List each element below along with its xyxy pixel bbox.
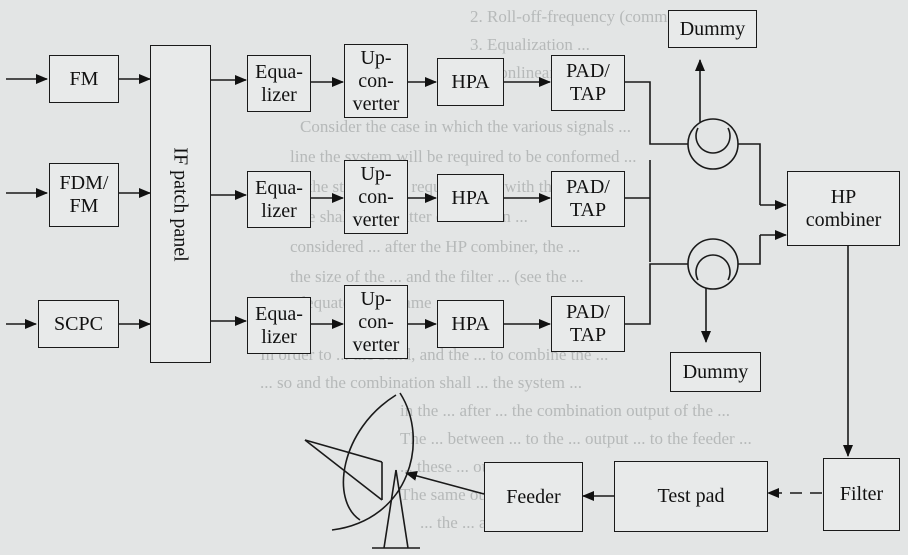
- if-patch-panel: IF patch panel: [150, 45, 211, 363]
- pad-tap-block-2: PAD/ TAP: [551, 171, 625, 227]
- filter-block: Filter: [823, 458, 900, 531]
- bg-line: The ... between ... to the ... output ..…: [400, 429, 752, 448]
- hpa-block-1: HPA: [437, 58, 504, 106]
- bg-line: 2. Roll-off-frequency (comment): [470, 7, 694, 26]
- equalizer-block-2: Equa- lizer: [247, 171, 311, 228]
- hp-combiner-block: HP combiner: [787, 171, 900, 246]
- feeder-block: Feeder: [484, 462, 583, 532]
- upconverter-block-2: Up- con- verter: [344, 160, 408, 234]
- fdm-fm-block: FDM/ FM: [49, 163, 119, 227]
- bg-line: Consider the case in which the various s…: [300, 117, 631, 136]
- dummy-load-bottom: Dummy: [670, 352, 761, 392]
- dummy-load-top: Dummy: [668, 10, 757, 48]
- equalizer-block-1: Equa- lizer: [247, 55, 311, 112]
- bg-line: 3. Equalization ...: [470, 35, 590, 54]
- hpa-block-3: HPA: [437, 300, 504, 348]
- bg-line: to the state of the requirements with th…: [290, 177, 577, 196]
- fm-block: FM: [49, 55, 119, 103]
- upconverter-block-3: Up- con- verter: [344, 285, 408, 359]
- bg-line: the size of the ... and the filter ... (…: [290, 267, 584, 286]
- upconverter-block-1: Up- con- verter: [344, 44, 408, 118]
- pad-tap-block-1: PAD/ TAP: [551, 55, 625, 111]
- if-patch-panel-label: IF patch panel: [170, 146, 192, 262]
- bg-line: line the system will be required to be c…: [290, 147, 637, 166]
- bg-line: in the ... after ... the combination out…: [400, 401, 730, 420]
- bg-line: considered ... after the HP combiner, th…: [290, 237, 580, 256]
- pad-tap-block-3: PAD/ TAP: [551, 296, 625, 352]
- scpc-block: SCPC: [38, 300, 119, 348]
- test-pad-block: Test pad: [614, 461, 768, 532]
- equalizer-block-3: Equa- lizer: [247, 297, 311, 354]
- hpa-block-2: HPA: [437, 174, 504, 222]
- bg-line: ... so and the combination shall ... the…: [260, 373, 582, 392]
